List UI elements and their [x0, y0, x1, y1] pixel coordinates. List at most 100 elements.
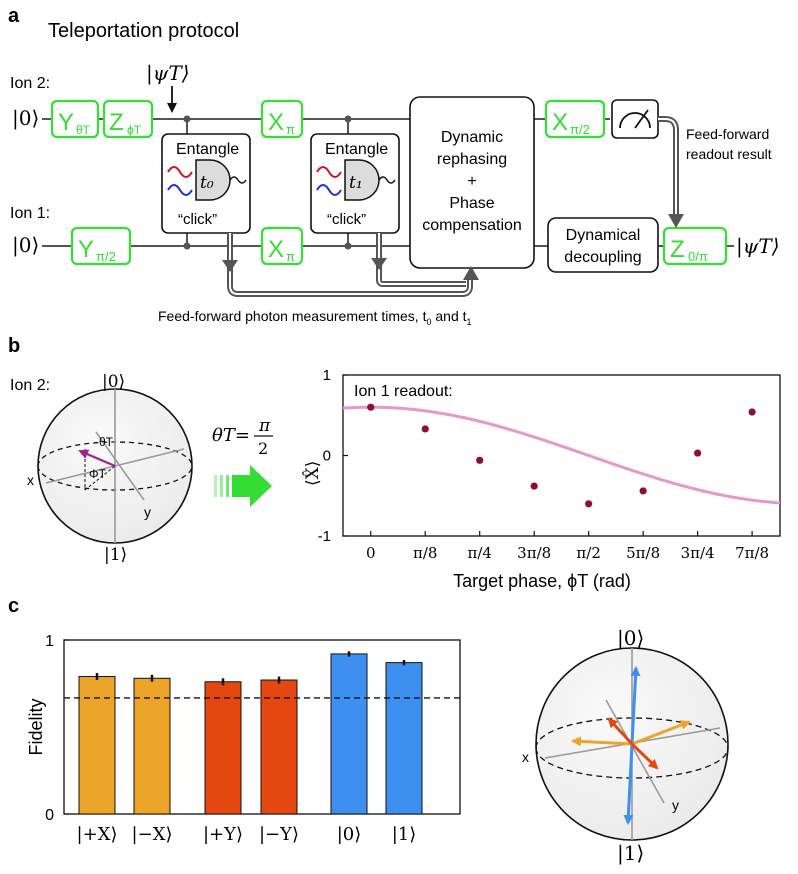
- fidelity-category-0: |+X⟩: [77, 824, 118, 845]
- red-photon-icon: [167, 166, 193, 178]
- phase-scan-title: Ion 1 readout:: [354, 383, 453, 400]
- bloch-b-ket1: |1⟩: [104, 545, 127, 565]
- fidelity-category-3: |−Y⟩: [259, 824, 299, 845]
- phase-scan-point-6: [694, 449, 702, 457]
- detector-icon: [195, 159, 231, 201]
- rephasing-line-2: rephasing: [437, 151, 507, 168]
- feedforward-readout-arrowhead: [668, 214, 684, 228]
- gate-y-pi2-sub: π/2: [96, 249, 116, 264]
- gate-y-theta-letter: Y: [58, 109, 74, 136]
- phase-scan-xtick-label-2: π/4: [467, 544, 491, 562]
- bloch-c-ket1: |1⟩: [617, 841, 644, 866]
- ket0-ion1: |0⟩: [12, 233, 39, 258]
- phase-scan-xtick-label-5: 5π/8: [626, 544, 660, 562]
- detector-icon-2: [344, 159, 380, 201]
- gate-x-pi2-sub: π/2: [570, 122, 590, 137]
- entangle-1-click: “click”: [178, 211, 217, 228]
- bloch-c-vector-plus-x: [631, 720, 691, 746]
- feedforward-readout-line-outer: [658, 116, 679, 220]
- bloch-c-vector-minus-y: [630, 742, 659, 770]
- phase-scan-ytick-label-0: -1: [318, 528, 331, 545]
- fidelity-ticks: 01: [45, 633, 69, 824]
- gate-y-theta-sub: θT: [76, 123, 91, 137]
- phase-scan-xtick-label-3: 3π/8: [517, 544, 551, 562]
- phase-scan-y-label: ⟨X̂⟩: [303, 461, 323, 486]
- rephasing-box: Dynamic rephasing + Phase compensation: [409, 96, 535, 269]
- phase-scan-xtick-label-1: π/8: [413, 544, 437, 562]
- gate-x-pi-top: X π: [260, 99, 304, 139]
- entangle-1-time: t₀: [200, 173, 214, 193]
- gate-x-pi-top-sub: π: [286, 122, 295, 137]
- gate-x-pi-bot: X π: [260, 226, 304, 266]
- fidelity-ytick-label-0: 0: [45, 807, 54, 824]
- green-transition-arrow: [214, 465, 272, 507]
- panel-c: c Fidelity 01 |+X⟩|−X⟩|+Y⟩|−Y⟩|0⟩|1⟩ |0⟩…: [8, 595, 729, 866]
- meter-icon: [611, 99, 659, 139]
- panel-a: a Teleportation protocol Ion 2: Ion 1: |…: [8, 5, 780, 327]
- phase-scan-fit-curve: [342, 405, 781, 505]
- ion2-label: Ion 2:: [10, 75, 50, 92]
- gate-y-pi2-letter: Y: [78, 236, 94, 263]
- fidelity-bar-1: [133, 677, 171, 815]
- phase-scan-xtick-label-0: 0: [366, 544, 376, 562]
- gate-y-theta: Y θT: [50, 99, 100, 139]
- gate-z-phi: Z ϕT: [102, 99, 154, 139]
- panel-b-label: b: [8, 335, 20, 357]
- phase-scan-points: [367, 403, 756, 508]
- fidelity-bar-0: [78, 676, 116, 815]
- feedforward-photon-label: Feed-forward photon measurement times, t…: [158, 308, 472, 327]
- bloch-c-ket0: |0⟩: [617, 626, 644, 651]
- phase-scan-point-7: [748, 408, 756, 416]
- fidelity-chart: Fidelity 01 |+X⟩|−X⟩|+Y⟩|−Y⟩|0⟩|1⟩: [26, 633, 461, 845]
- decoupling-line-1: Dynamical: [566, 227, 641, 244]
- entangle-1-title: Entangle: [176, 141, 239, 158]
- decoupling-box: Dynamical decoupling: [547, 217, 659, 273]
- entangle-2-title: Entangle: [325, 141, 388, 158]
- panel-a-title: Teleportation protocol: [48, 20, 239, 42]
- fidelity-category-2: |+Y⟩: [203, 824, 243, 845]
- bloch-c-vector-0: [630, 666, 641, 745]
- panel-b: b Ion 2: |0⟩ |1⟩ x y θT ΦT θT= π 2: [8, 335, 781, 591]
- gate-z-out: Z 0/π: [662, 226, 728, 266]
- bloch-b-y-label: y: [144, 504, 151, 520]
- bloch-b-theta-label: θT: [99, 435, 114, 449]
- feedforward-photon-lines: [222, 233, 479, 297]
- blue-photon-icon: [167, 184, 193, 196]
- fidelity-categories: |+X⟩ |−X⟩ |+Y⟩ |−Y⟩ |0⟩ |1⟩: [77, 824, 417, 845]
- psi-input-label: |ψT⟩: [146, 61, 190, 86]
- phase-scan-chart: Ion 1 readout: ⟨X̂⟩ Target phase, ϕT (ra…: [303, 367, 781, 591]
- gate-x-pi-top-letter: X: [268, 109, 284, 136]
- fidelity-bar-4: [330, 653, 368, 815]
- fidelity-ytick-label-1: 1: [45, 633, 54, 650]
- ion1-label: Ion 1:: [10, 205, 50, 222]
- rephasing-line-4: Phase: [449, 195, 494, 212]
- bloch-b-ion2-label: Ion 2:: [10, 377, 50, 394]
- rephasing-line-5: compensation: [422, 217, 522, 234]
- gate-z-out-letter: Z: [670, 236, 685, 263]
- fidelity-bar-3: [260, 679, 298, 815]
- bloch-b-state-vector: [78, 449, 116, 468]
- fidelity-category-1: |−X⟩: [132, 824, 173, 845]
- bloch-sphere-c: |0⟩ |1⟩ x y: [522, 626, 729, 866]
- fidelity-category-5: |1⟩: [392, 824, 417, 845]
- psi-output-label: |ψT⟩: [736, 234, 780, 259]
- fidelity-bar-2: [204, 681, 242, 815]
- gate-y-pi2: Y π/2: [70, 226, 132, 266]
- ket0-ion2: |0⟩: [12, 106, 39, 131]
- feedforward-readout-line-inner: [658, 118, 677, 220]
- rephasing-line-1: Dynamic: [441, 129, 503, 146]
- gate-x-pi2-top: X π/2: [544, 99, 606, 139]
- gate-z-phi-letter: Z: [109, 109, 124, 136]
- feedforward-readout-label-2: readout result: [686, 146, 772, 162]
- fidelity-category-4: |0⟩: [337, 824, 362, 845]
- phase-scan-point-4: [585, 500, 593, 508]
- entangle-box-2: Entangle t₁ “click”: [310, 115, 400, 250]
- bloch-b-ket0: |0⟩: [102, 372, 125, 392]
- entangle-2-click: “click”: [327, 211, 366, 228]
- panel-a-label: a: [8, 5, 20, 27]
- phase-scan-fit: [342, 405, 781, 505]
- phase-scan-x-label: Target phase, ϕT (rad): [453, 571, 631, 591]
- bloch-b-phi-label: ΦT: [89, 467, 107, 481]
- gate-z-phi-sub: ϕT: [127, 123, 142, 137]
- gate-x-pi-bot-sub: π: [286, 249, 295, 264]
